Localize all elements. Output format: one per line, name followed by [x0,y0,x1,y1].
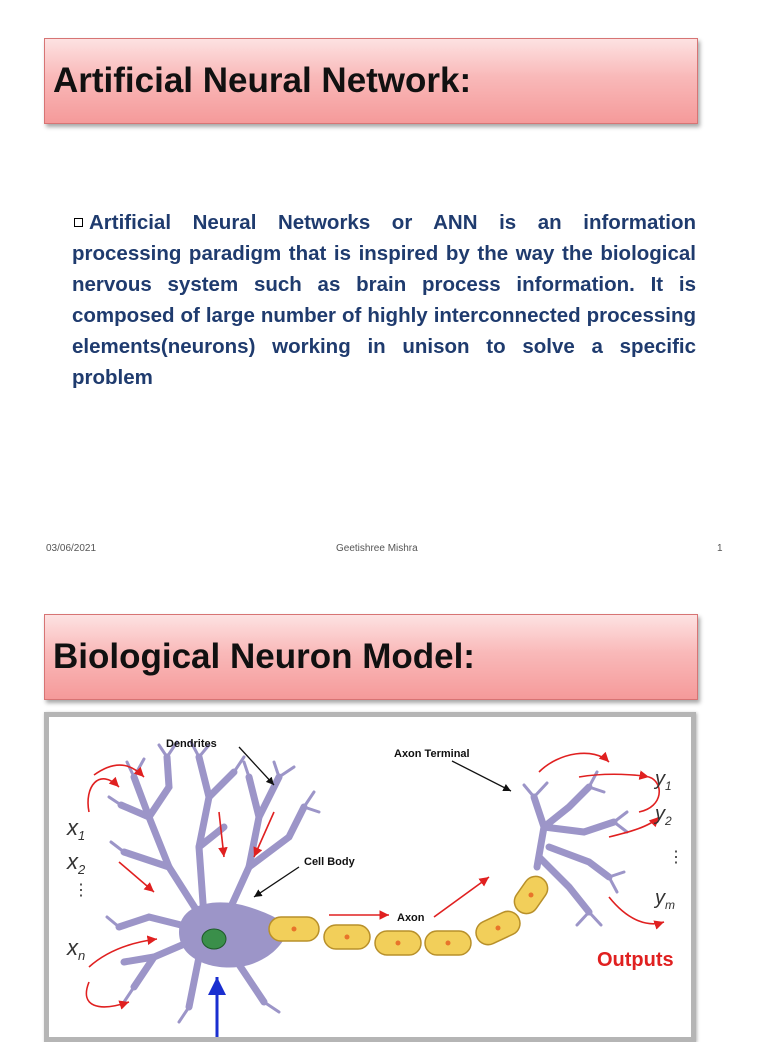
footer-date: 03/06/2021 [46,543,97,554]
paragraph-text: Artificial Neural Networks or ANN is an … [72,211,696,389]
biological-neuron-diagram: Dendrites Axon Terminal Cell Body Axon O… [66,738,684,1037]
axon-terminal-shape [530,783,618,916]
footer-page-number: 1 [717,543,723,554]
output-ym-label: ym [653,887,675,912]
slide-title: Artificial Neural Network: [53,61,472,100]
slide-1: Artificial Neural Network: Artificial Ne… [44,38,723,554]
checkbox-bullet-icon [74,218,83,227]
output-y1-label: y1 [653,768,672,793]
dendrites-shape [115,753,308,1011]
slide-2: Biological Neuron Model: [0,586,768,1042]
input-x1-label: x1 [66,815,85,843]
neuron-figure: Dendrites Axon Terminal Cell Body Axon O… [44,712,696,1042]
cell-body-shape [179,902,289,968]
axon-label: Axon [397,912,425,924]
signal-arrows [85,751,665,1010]
title-banner: Biological Neuron Model: [44,614,698,700]
body-paragraph: Artificial Neural Networks or ANN is an … [72,207,696,393]
cell-body-label: Cell Body [304,856,356,868]
footer-author: Geetishree Mishra [336,543,418,554]
axon-terminal-label: Axon Terminal [394,748,470,760]
slide-title: Biological Neuron Model: [53,637,475,676]
title-banner: Artificial Neural Network: [44,38,698,124]
input-x2-label: x2 [66,849,86,877]
output-ellipsis: ⋮ [668,849,684,866]
outputs-label: Outputs [597,949,674,971]
nucleus-shape [201,928,227,950]
input-xn-label: xn [66,935,85,963]
dendrites-label: Dendrites [166,738,217,750]
output-y2-label: y2 [653,803,672,828]
input-ellipsis: ⋮ [73,882,89,899]
